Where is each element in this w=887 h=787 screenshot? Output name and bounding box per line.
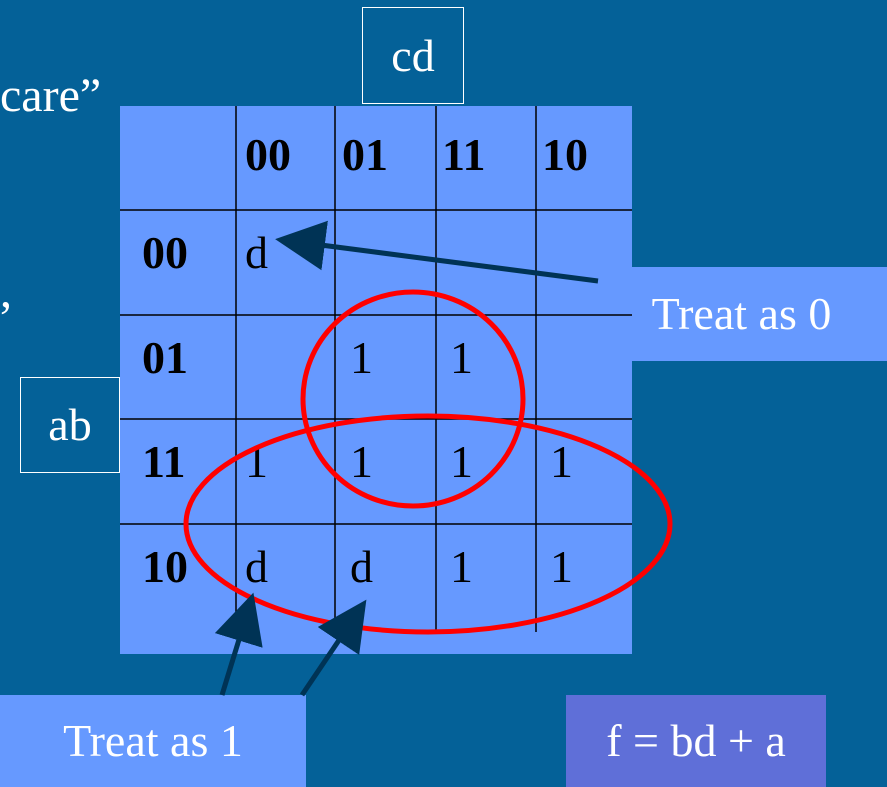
row-header-01: 01 bbox=[142, 332, 188, 383]
cell-r00-c00: d bbox=[245, 227, 268, 278]
title-fragment: care” bbox=[0, 69, 102, 122]
cell-r10-c10: 1 bbox=[550, 541, 573, 592]
callout-treat-as-one: Treat as 1 bbox=[0, 695, 306, 787]
col-header-01: 01 bbox=[342, 129, 388, 180]
row-header-11: 11 bbox=[142, 436, 186, 487]
cell-r10-c01: d bbox=[350, 541, 373, 592]
col-header-10: 10 bbox=[542, 129, 588, 180]
cell-r10-c00: d bbox=[245, 541, 268, 592]
cell-r11-c10: 1 bbox=[550, 436, 573, 487]
cell-r01-c11: 1 bbox=[450, 332, 473, 383]
cell-r01-c01: 1 bbox=[350, 332, 373, 383]
col-header-11: 11 bbox=[442, 129, 486, 180]
cell-r10-c11: 1 bbox=[450, 541, 473, 592]
callout-treat-as-zero: Treat as 0 bbox=[596, 267, 887, 361]
column-variable-label: cd bbox=[362, 7, 464, 104]
row-variable-label: ab bbox=[20, 377, 120, 473]
simplified-formula: f = bd + a bbox=[566, 695, 826, 787]
row-header-10: 10 bbox=[142, 541, 188, 592]
col-header-00: 00 bbox=[245, 129, 291, 180]
karnaugh-map: 00 01 11 10 00 01 11 10 d 1 1 1 1 1 1 d … bbox=[120, 106, 632, 654]
cell-r11-c01: 1 bbox=[350, 436, 373, 487]
text-fragment-comma: , bbox=[0, 265, 12, 318]
cell-r11-c11: 1 bbox=[450, 436, 473, 487]
row-header-00: 00 bbox=[142, 227, 188, 278]
cell-r11-c00: 1 bbox=[245, 436, 268, 487]
